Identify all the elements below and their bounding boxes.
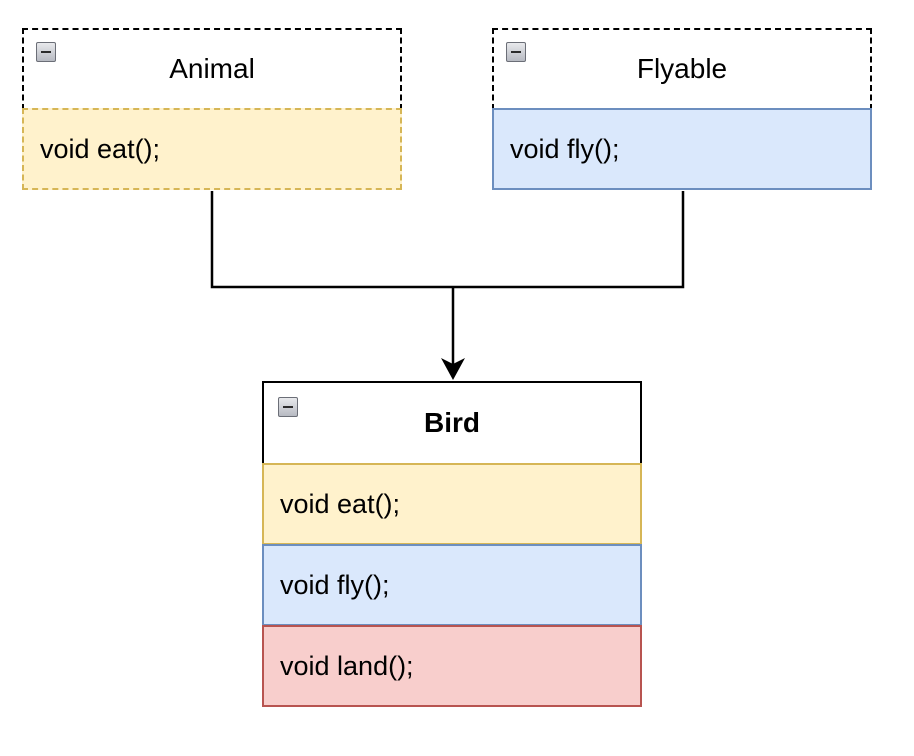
animal-class-title: Animal: [169, 53, 255, 84]
bird-arrowhead: [441, 358, 465, 380]
bird-class[interactable]: Bird void eat(); void fly(); void land()…: [262, 381, 642, 707]
collapse-minus-icon[interactable]: [278, 397, 298, 417]
flyable-class[interactable]: Flyable void fly();: [492, 28, 872, 191]
flyable-class-header[interactable]: Flyable: [492, 28, 872, 110]
bird-class-title: Bird: [424, 407, 480, 438]
animal-class[interactable]: Animal void eat();: [22, 28, 402, 191]
flyable-class-title: Flyable: [636, 53, 728, 84]
collapse-minus-icon[interactable]: [36, 42, 56, 62]
bird-class-header[interactable]: Bird: [262, 381, 642, 465]
bird-method-land[interactable]: void land();: [262, 625, 642, 707]
bird-method-eat[interactable]: void eat();: [262, 463, 642, 545]
flyable-connector-line: [453, 191, 685, 289]
animal-method-eat[interactable]: void eat();: [22, 108, 402, 190]
collapse-minus-icon[interactable]: [506, 42, 526, 62]
bird-method-fly[interactable]: void fly();: [262, 544, 642, 626]
flyable-method-fly[interactable]: void fly();: [492, 108, 872, 190]
animal-class-header[interactable]: Animal: [22, 28, 402, 110]
animal-connector-line: [210, 191, 453, 289]
